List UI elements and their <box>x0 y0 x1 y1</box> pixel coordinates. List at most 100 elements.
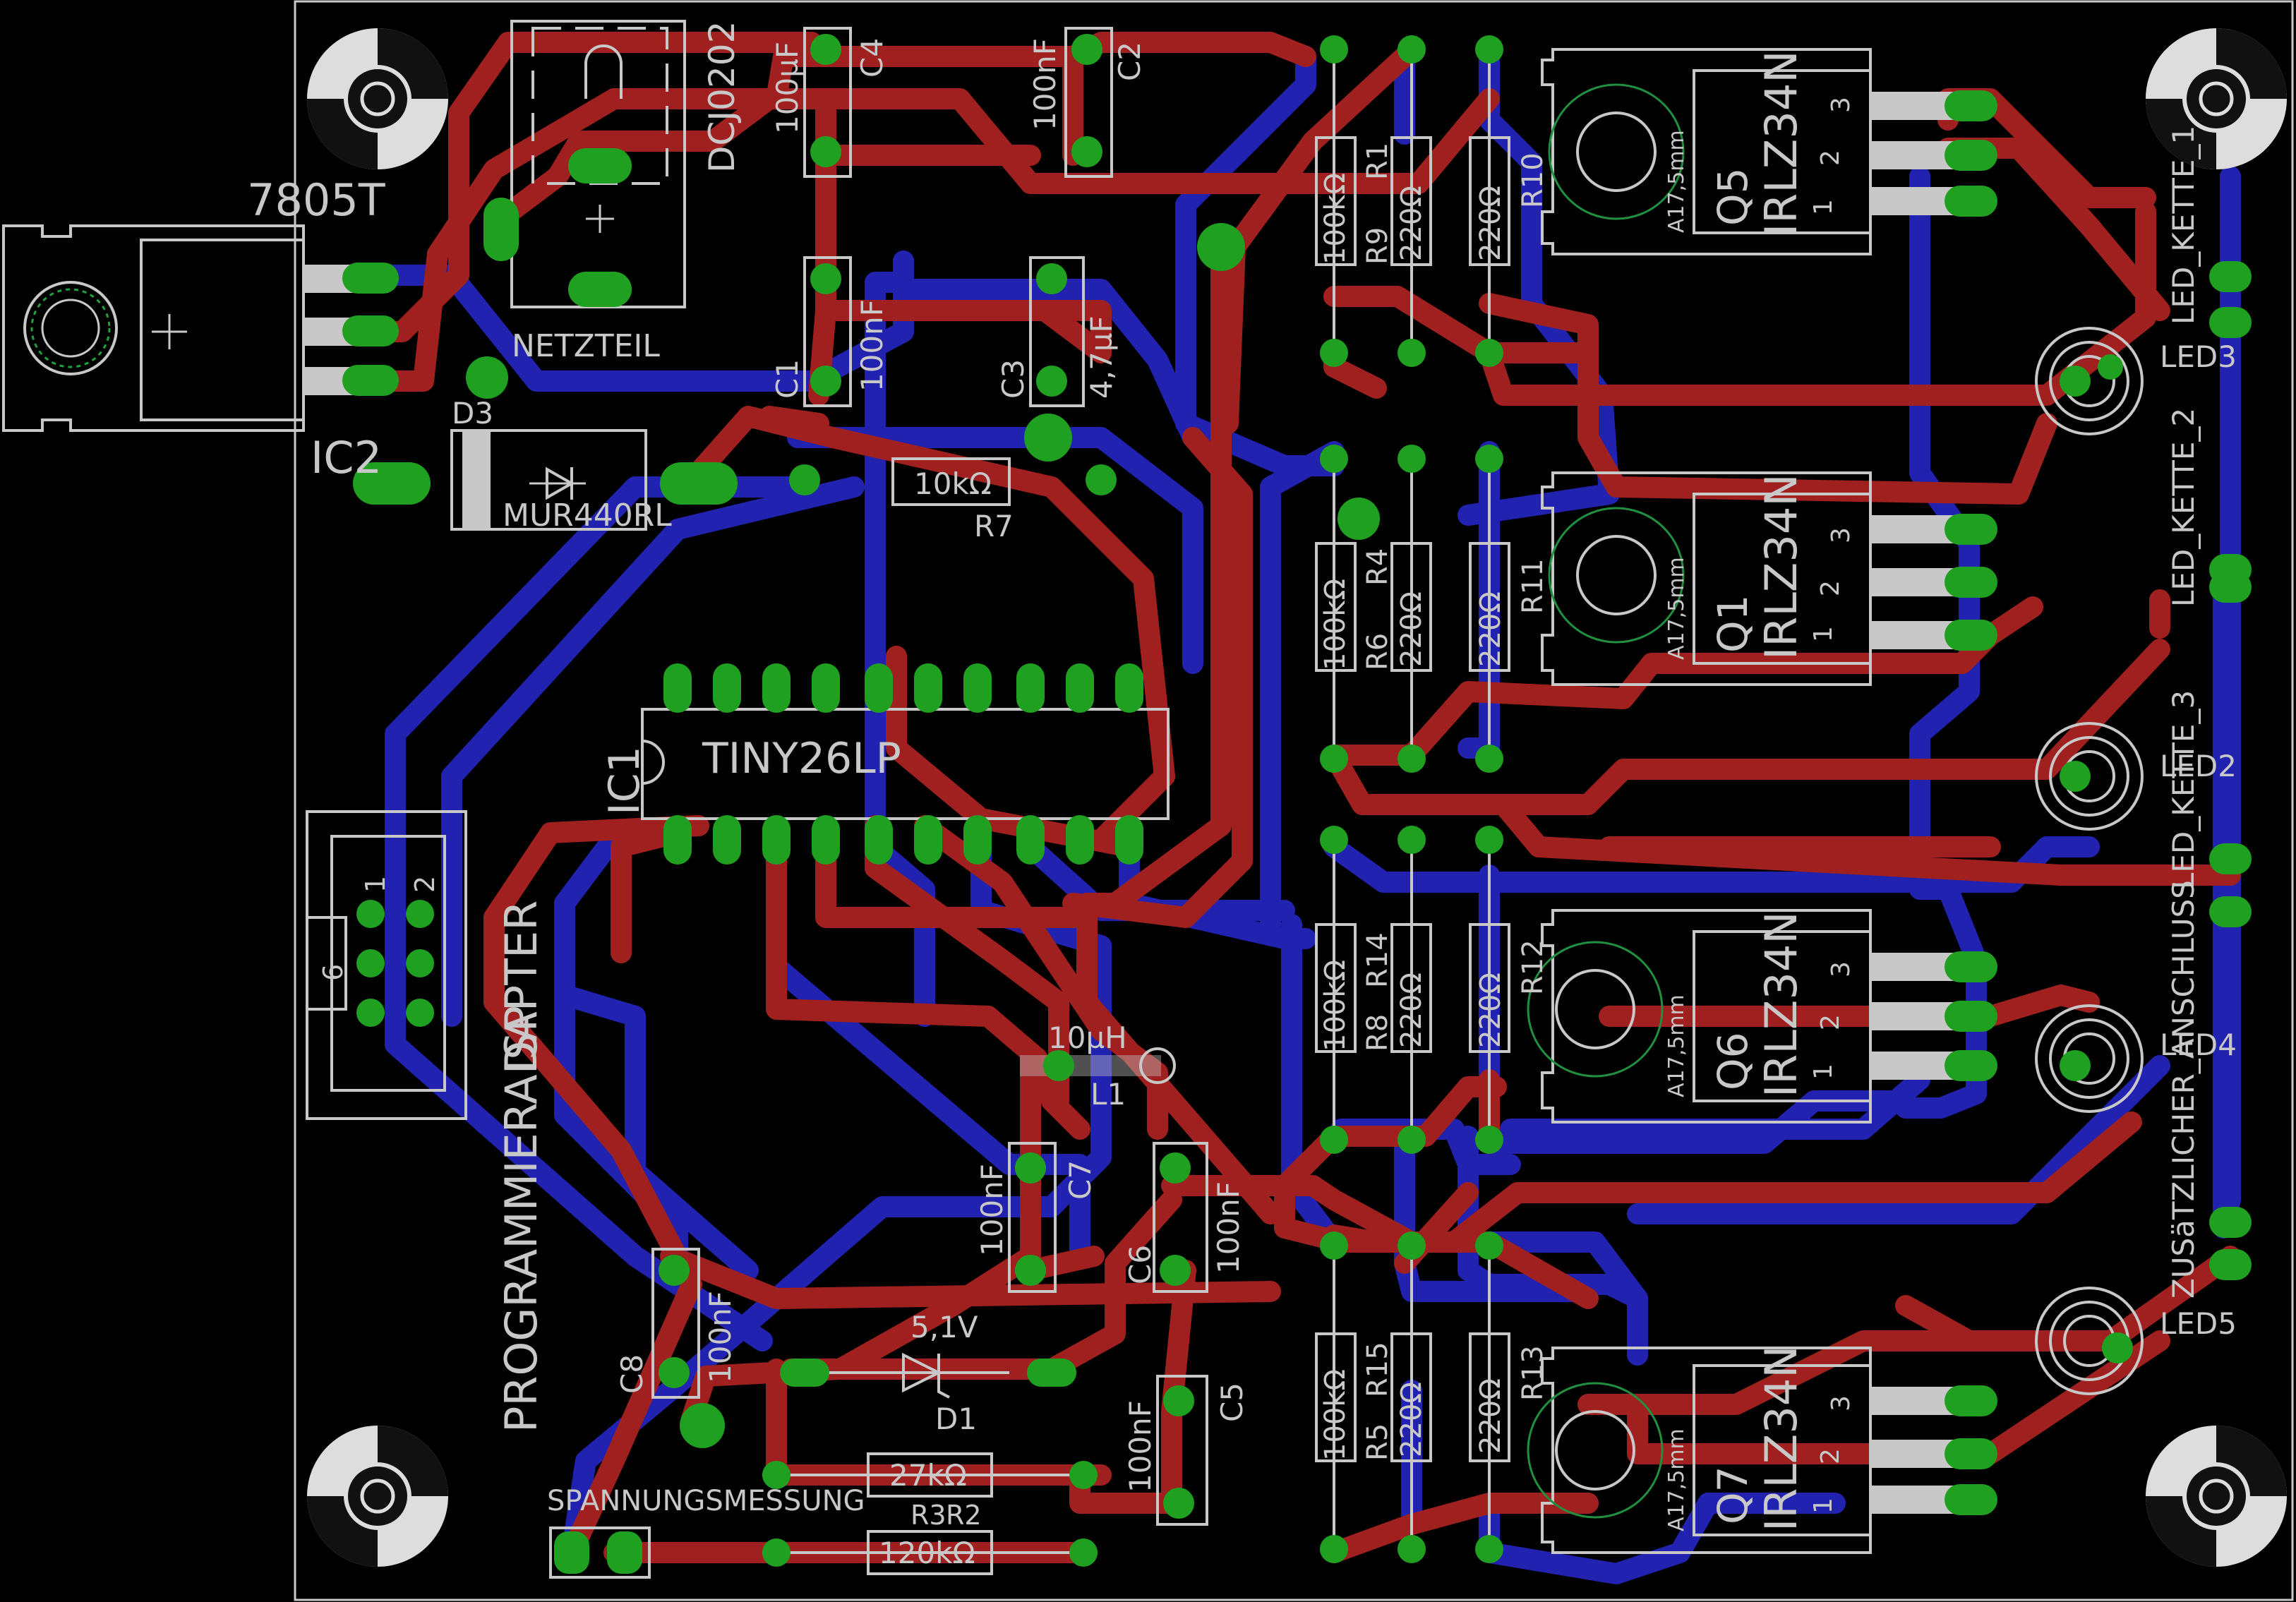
silkscreen-outlines <box>2 20 2144 1579</box>
label-c7-value: 100nF <box>975 1164 1009 1256</box>
label-c2-name: C2 <box>1112 42 1147 81</box>
label-c2-value: 100nF <box>1028 38 1062 131</box>
mounting-hole-tl <box>307 28 448 169</box>
label-q6-heatsink: A17,5mm <box>1664 994 1689 1097</box>
label-r6-name: R6 <box>1362 633 1394 670</box>
label-r1-name: R1 <box>1362 143 1394 180</box>
label-r14-value: 220Ω <box>1395 972 1428 1048</box>
label-r4-value: 220Ω <box>1395 591 1428 667</box>
label-r10-value: 220Ω <box>1474 186 1507 261</box>
label-r12-name: R12 <box>1517 939 1549 995</box>
label-c4-value: 100µF <box>770 42 805 134</box>
label-isp: ISP <box>495 1006 547 1073</box>
label-q7-heatsink: A17,5mm <box>1664 1428 1689 1531</box>
label-q7-pin2: 2 <box>1816 1448 1845 1464</box>
label-r3-name: R3 <box>910 1500 946 1531</box>
label-c7-name: C7 <box>1063 1160 1098 1200</box>
label-d1-name: D1 <box>935 1402 977 1436</box>
label-zusaetzlicher-anschluss: ZUSäTZLICHER_ANSCHLUSS <box>2166 880 2201 1299</box>
label-MUR440RL: MUR440RL <box>503 498 672 534</box>
label-l1-name: L1 <box>1090 1077 1126 1112</box>
label-led4: LED4 <box>2160 1028 2237 1062</box>
label-r13-name: R13 <box>1517 1345 1549 1401</box>
label-led-kette-2: LED_KETTE_2 <box>2166 408 2201 607</box>
label-c1-value: 100nF <box>855 299 889 392</box>
label-r13-value: 220Ω <box>1474 1378 1507 1454</box>
label-spannungsmessung: SPANNUNGSMESSUNG <box>547 1485 865 1517</box>
label-isp-pin1: 1 <box>360 876 391 893</box>
label-q5-pin2: 2 <box>1816 150 1845 166</box>
label-r8-name: R8 <box>1362 1014 1394 1052</box>
label-c8-value: 100nF <box>703 1291 738 1383</box>
silkscreen-text: 7805T IC2 D3 MUR440RL DCJ0202 NETZTEIL 1… <box>247 21 2237 1570</box>
label-q5-name: Q5 <box>1709 167 1757 226</box>
label-r9-value: 100kΩ <box>1319 173 1352 265</box>
label-r5-value: 100kΩ <box>1319 1369 1352 1461</box>
label-r2-name: R2 <box>946 1500 982 1531</box>
label-c8-name: C8 <box>615 1354 649 1394</box>
label-q1-name: Q1 <box>1709 594 1757 653</box>
label-led5: LED5 <box>2160 1306 2237 1341</box>
label-r15-name: R15 <box>1362 1342 1394 1397</box>
label-q1-value: IRLZ34N <box>1755 474 1807 660</box>
label-q7-pin3: 3 <box>1827 1395 1856 1411</box>
label-r7-value: 10kΩ <box>914 466 992 501</box>
label-c3-name: C3 <box>996 359 1030 399</box>
label-isp-pin2: 2 <box>409 876 440 893</box>
label-c4-name: C4 <box>855 38 889 78</box>
label-c3-value: 4,7µF <box>1084 315 1119 399</box>
label-q7-name: Q7 <box>1709 1466 1757 1524</box>
label-l1-value: 10µH <box>1048 1020 1127 1055</box>
mounting-hole-bl <box>307 1426 448 1567</box>
label-r11-name: R11 <box>1517 558 1549 614</box>
label-c1-name: C1 <box>770 359 805 399</box>
label-tiny26: TINY26LP <box>702 734 901 783</box>
label-q6-name: Q6 <box>1709 1032 1757 1090</box>
label-r7-name: R7 <box>974 509 1014 543</box>
label-NETZTEIL: NETZTEIL <box>512 328 660 364</box>
label-r12-value: 220Ω <box>1474 972 1507 1048</box>
label-r6-value: 100kΩ <box>1319 579 1352 670</box>
label-c6-value: 100nF <box>1211 1181 1246 1274</box>
label-r11-value: 220Ω <box>1474 591 1507 667</box>
label-q5-pin1: 1 <box>1809 199 1838 215</box>
label-r10-name: R10 <box>1517 152 1549 208</box>
label-q6-pin3: 3 <box>1827 961 1856 977</box>
label-r3-value: 27kΩ <box>889 1458 967 1493</box>
label-q7-pin1: 1 <box>1809 1498 1838 1514</box>
label-led-kette-3: LED_KETTE_3 <box>2166 690 2201 889</box>
label-r14-name: R14 <box>1362 932 1394 988</box>
label-c5-value: 100nF <box>1123 1400 1158 1493</box>
board-outline <box>294 0 2294 1601</box>
label-q5-value: IRLZ34N <box>1755 50 1807 236</box>
label-q1-heatsink: A17,5mm <box>1664 557 1689 660</box>
label-q6-value: IRLZ34N <box>1755 911 1807 1097</box>
label-q7-value: IRLZ34N <box>1755 1345 1807 1531</box>
label-c6-name: C6 <box>1123 1245 1158 1284</box>
label-isp-pin6: 6 <box>318 964 349 981</box>
label-programmieradapter: PROGRAMMIERADAPTER <box>495 901 547 1433</box>
label-DCJ0202: DCJ0202 <box>702 21 743 173</box>
label-q5-heatsink: A17,5mm <box>1664 130 1689 233</box>
label-ic1: IC1 <box>600 746 649 815</box>
label-led-kette-1: LED_KETTE_1 <box>2166 126 2201 325</box>
label-r5-name: R5 <box>1362 1423 1394 1461</box>
mounting-hole-br <box>2146 1426 2287 1567</box>
label-q1-pin3: 3 <box>1827 527 1856 543</box>
label-q6-pin2: 2 <box>1816 1014 1845 1030</box>
label-q1-pin1: 1 <box>1809 626 1838 642</box>
label-r8-value: 100kΩ <box>1319 960 1352 1052</box>
pads <box>342 34 2252 1574</box>
label-r9-name: R9 <box>1362 227 1394 265</box>
label-q1-pin2: 2 <box>1816 580 1845 596</box>
label-7805T: 7805T <box>247 174 386 226</box>
label-IC2: IC2 <box>311 432 382 483</box>
label-d1-value: 5,1V <box>910 1310 978 1344</box>
mounting-hole-tr <box>2146 28 2287 169</box>
label-c5-name: C5 <box>1215 1383 1249 1422</box>
label-D3: D3 <box>452 396 493 430</box>
label-q5-pin3: 3 <box>1827 97 1856 113</box>
label-q6-pin1: 1 <box>1809 1064 1838 1080</box>
label-r1-value: 220Ω <box>1395 186 1428 261</box>
